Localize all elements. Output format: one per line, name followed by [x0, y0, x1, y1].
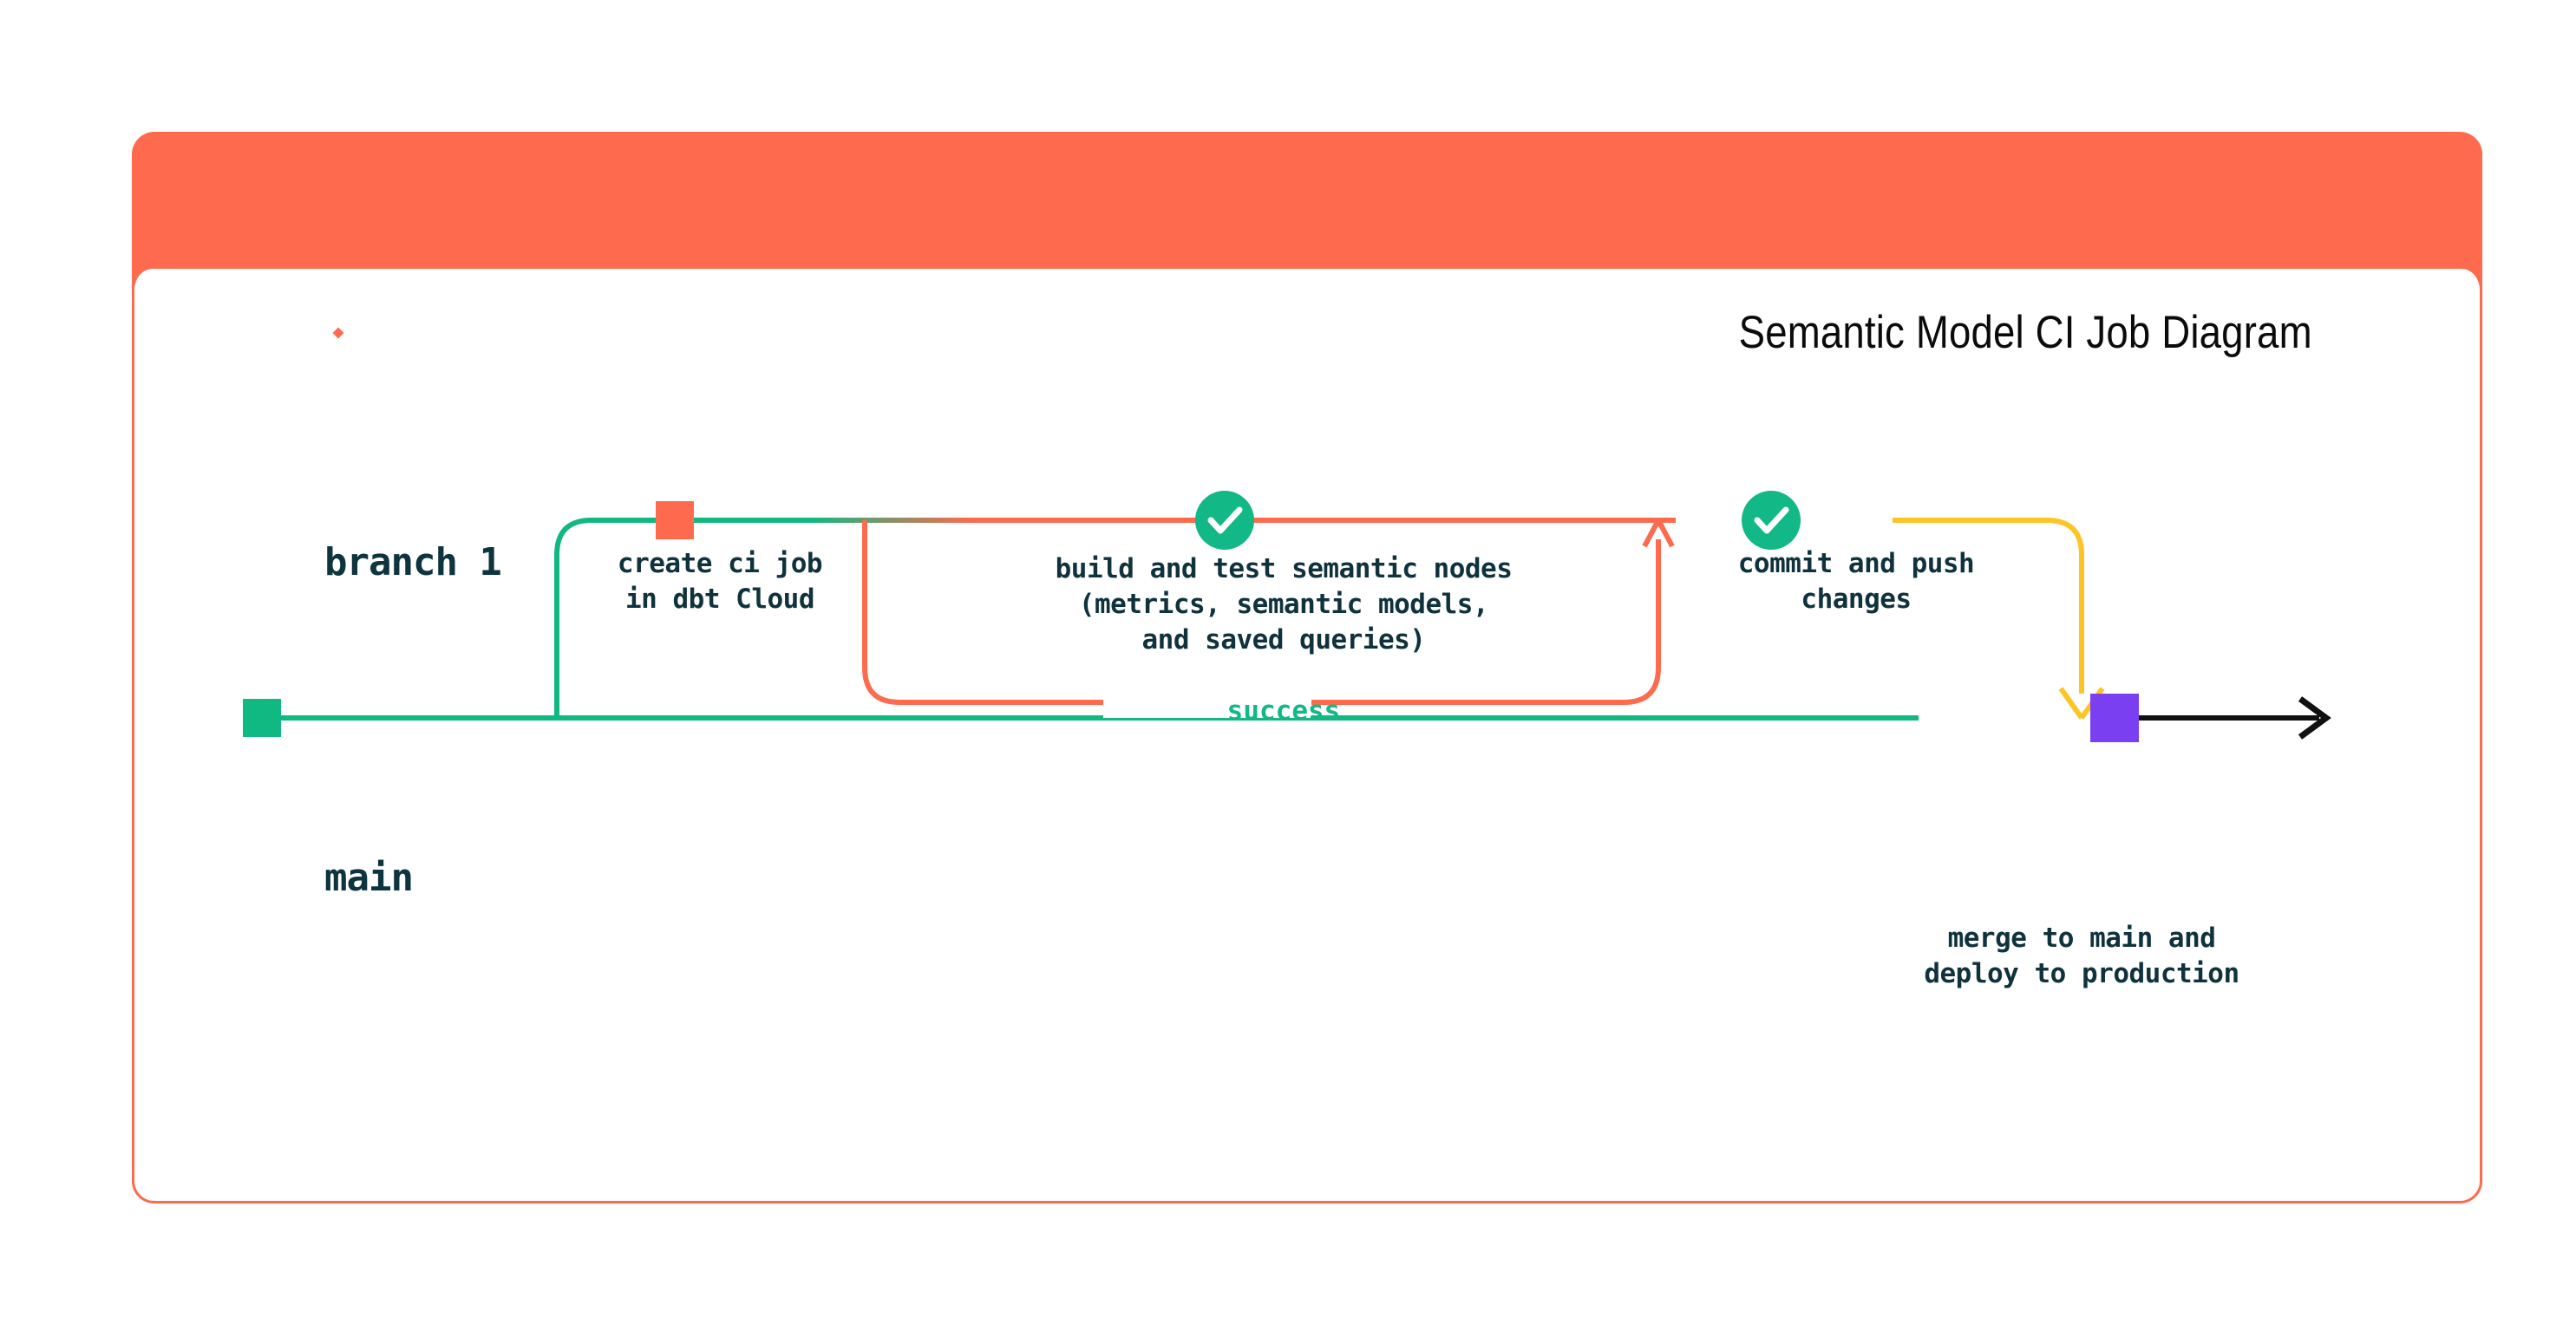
check-icon [1754, 506, 1789, 534]
branch-off-edge [554, 518, 1225, 718]
git-flow-diagram [243, 491, 2331, 742]
node-label-merge-to-main: merge to main and deploy to production [1924, 923, 2239, 989]
check-icon [1207, 506, 1243, 534]
node-main-start[interactable] [243, 699, 281, 737]
success-label-mask [1103, 687, 1311, 718]
node-merge-to-main[interactable] [2090, 694, 2139, 742]
node-label-create-ci-job: create ci job in dbt Cloud [617, 548, 823, 615]
node-label-commit-and-push: commit and push changes [1737, 548, 1975, 615]
node-build-and-test[interactable] [1195, 491, 1254, 550]
production-edge-arrowhead [2298, 696, 2331, 740]
merge-edge [1893, 518, 2084, 694]
dbt-logo-icon [307, 297, 369, 369]
page-title: Semantic Model CI Job Diagram [1738, 307, 2312, 358]
node-label-build-and-test: build and test semantic nodes (metrics, … [1055, 553, 1513, 655]
diagram-card-header: Semantic Model CI Job Diagram [132, 132, 2482, 369]
lane-label-branch1: branch 1 [324, 540, 502, 584]
retry-loop-arrowhead [1642, 519, 1675, 548]
lane-label-main: main [324, 856, 414, 900]
edge-label-success: success [1226, 695, 1341, 727]
node-commit-and-push[interactable] [1742, 491, 1801, 550]
card-header-divider [132, 269, 2482, 303]
node-create-ci-job[interactable] [656, 501, 694, 539]
